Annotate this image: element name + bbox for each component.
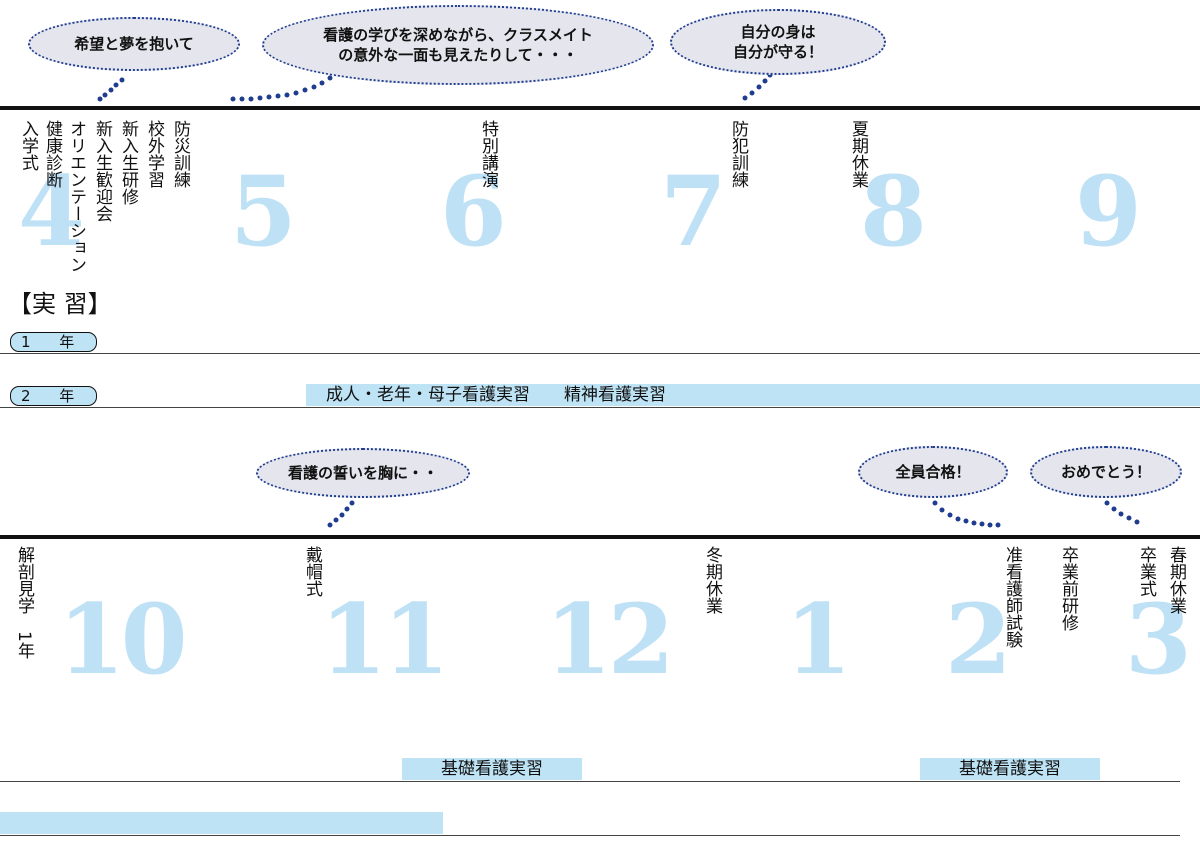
year-2-tag: 2 年 — [10, 386, 98, 406]
event-label: 防犯訓練 — [728, 120, 748, 188]
speech-bubble-all-passed: 全員合格！ — [858, 446, 1008, 498]
month-numeral: 3 — [1125, 583, 1192, 696]
speech-bubble-congrats: おめでとう！ — [1030, 446, 1182, 498]
practicum-heading: 【実 習】 — [8, 290, 112, 318]
event-label: 防災訓練 — [170, 120, 190, 188]
event-label: 夏期休業 — [848, 120, 868, 188]
bubble-text: 看護の誓いを胸に・・ — [287, 464, 438, 482]
practicum-bar-year2-continued — [0, 812, 443, 834]
month-numeral: 7 — [660, 155, 727, 268]
month-numeral: 8 — [860, 155, 927, 268]
event-label: 春期休業 — [1166, 546, 1186, 614]
practicum-bar-year2: 成人・老年・母子看護実習 精神看護実習 — [306, 384, 1200, 406]
event-label: 新入生歓迎会 — [92, 120, 112, 222]
event-label: オリエンテーション — [66, 120, 86, 273]
month-numeral: 12 — [545, 583, 675, 696]
year-1-line — [0, 353, 1200, 354]
year-1-tag: 1 年 — [10, 332, 98, 352]
timeline-line-bottom — [0, 535, 1200, 539]
event-label: 准看護師試験 — [1002, 546, 1022, 648]
speech-bubble-hope: 希望と夢を抱いて — [28, 17, 240, 71]
event-label: 新入生研修 — [118, 120, 138, 205]
row-line — [0, 781, 1180, 782]
bubble-text: おめでとう！ — [1060, 463, 1151, 481]
month-numeral: 10 — [58, 583, 188, 696]
bubble-text: 希望と夢を抱いて — [74, 35, 194, 53]
event-label: 戴帽式 — [302, 546, 322, 597]
month-numeral: 5 — [230, 155, 297, 268]
event-label: 卒業式 — [1136, 546, 1156, 597]
month-numeral: 6 — [440, 155, 507, 268]
bubble-text: 看護の学びを深めながら、クラスメイト の意外な一面も見えたりして・・・ — [323, 26, 593, 64]
speech-bubble-classmates: 看護の学びを深めながら、クラスメイト の意外な一面も見えたりして・・・ — [262, 5, 654, 85]
event-label: 入学式 — [18, 120, 38, 171]
event-label: 健康診断 — [42, 120, 62, 188]
speech-bubble-self-protect: 自分の身は 自分が守る！ — [670, 9, 886, 75]
event-label: 卒業前研修 — [1058, 546, 1078, 631]
event-label: 解剖見学 1年 — [14, 546, 34, 659]
bubble-text: 全員合格！ — [895, 463, 971, 481]
month-numeral: 11 — [320, 583, 450, 696]
bubble-text: 自分の身は 自分が守る！ — [732, 23, 823, 61]
speech-bubble-vow: 看護の誓いを胸に・・ — [256, 448, 470, 498]
timeline-line-top — [0, 106, 1200, 110]
event-label: 特別講演 — [478, 120, 498, 188]
month-numeral: 1 — [785, 583, 852, 696]
month-numeral: 9 — [1075, 155, 1142, 268]
practicum-bar-basic-1: 基礎看護実習 — [402, 758, 582, 780]
row-line — [0, 835, 1180, 836]
year-2-line — [0, 407, 1200, 408]
event-label: 校外学習 — [144, 120, 164, 188]
event-label: 冬期休業 — [702, 546, 722, 614]
practicum-bar-basic-2: 基礎看護実習 — [920, 758, 1100, 780]
month-numeral: 2 — [945, 583, 1012, 696]
month-numeral: 4 — [18, 155, 85, 268]
